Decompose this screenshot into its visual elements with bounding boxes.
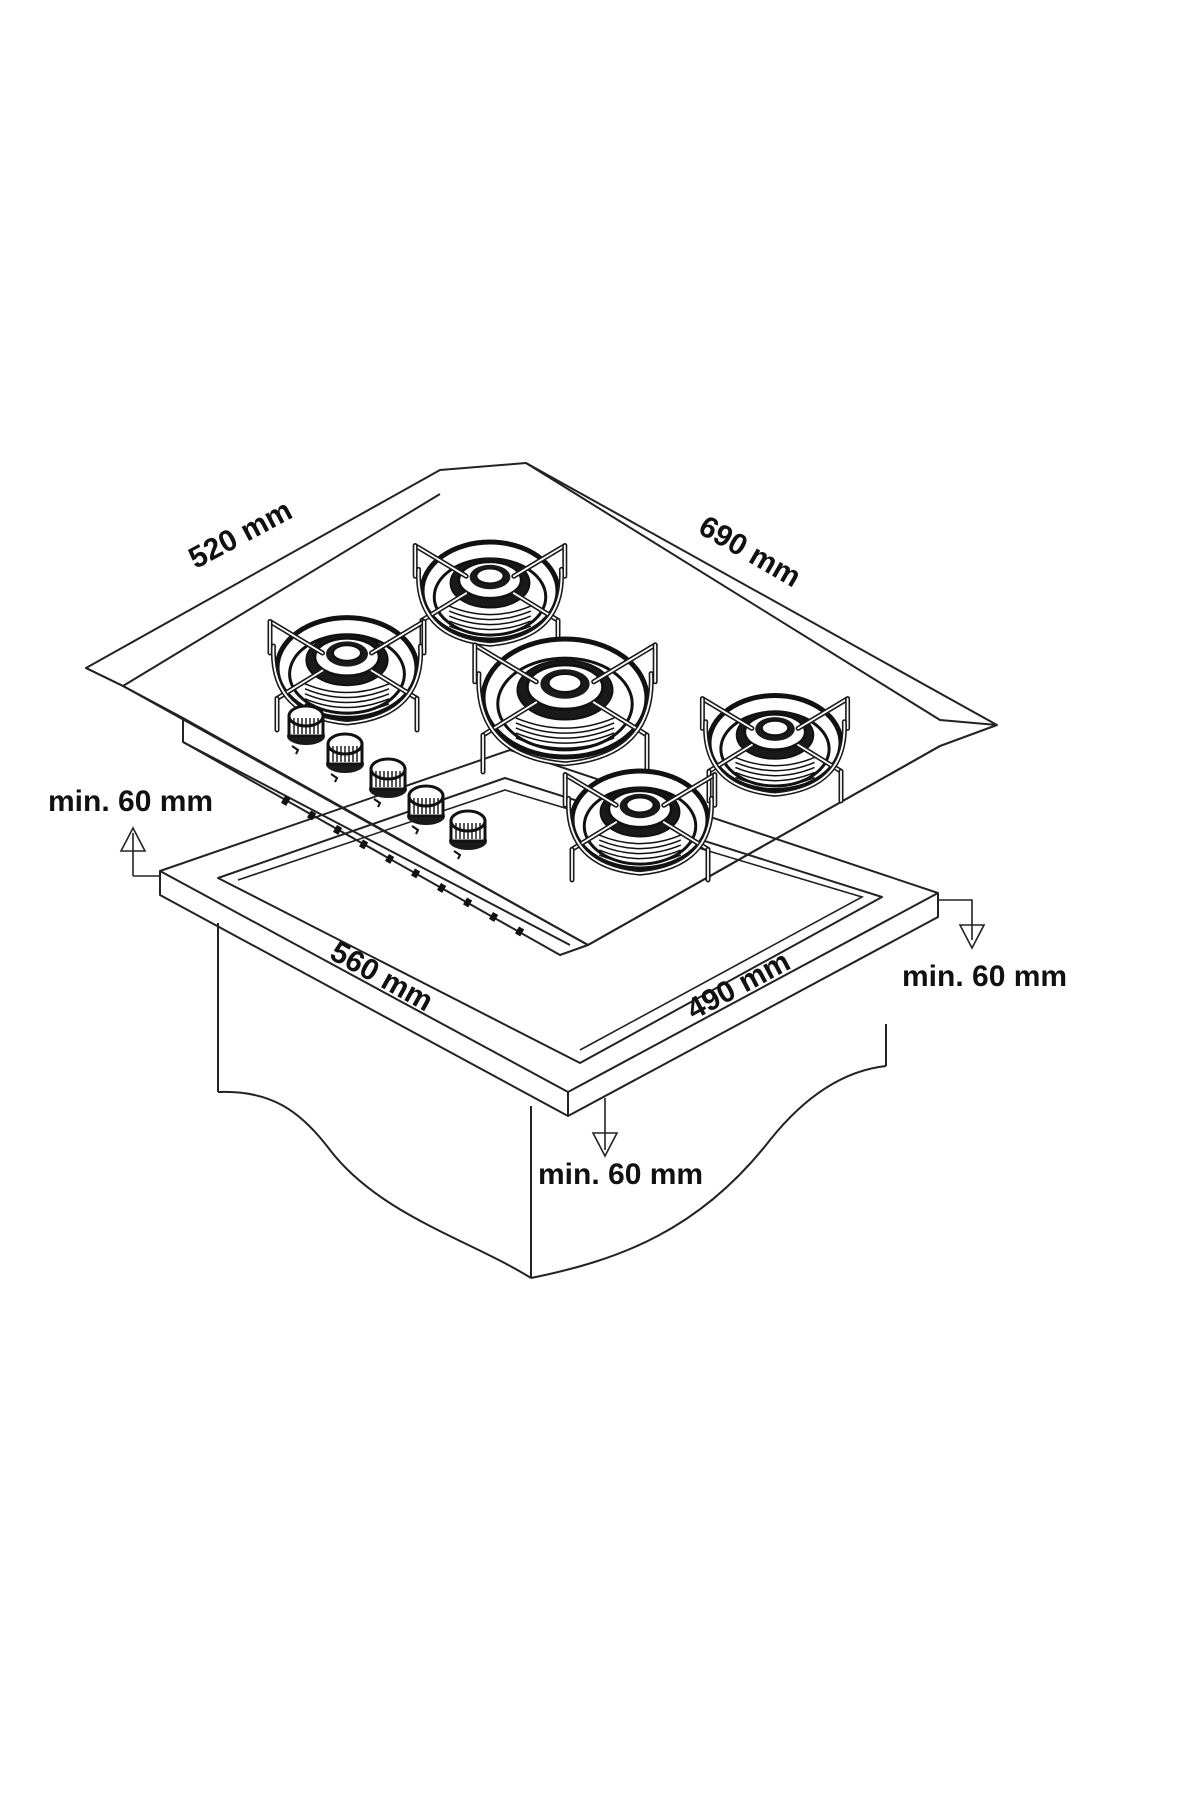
cabinet-body: [217, 923, 887, 1279]
control-knob-5: [449, 809, 487, 860]
label-hob-width: 690 mm: [693, 510, 806, 594]
front-marker: [385, 853, 395, 864]
burner-back-right: [699, 692, 851, 804]
control-knob-1: [287, 704, 325, 755]
front-marker: [437, 883, 447, 893]
label-hob-depth: 520 mm: [183, 494, 297, 576]
label-cutout-width: 560 mm: [325, 935, 439, 1018]
knobs-group: [287, 704, 487, 860]
hob-top: [85, 462, 998, 956]
burner-center-wok: [472, 636, 658, 775]
control-knob-4: [407, 784, 445, 835]
burner-front-right: [562, 768, 718, 883]
control-knob-3: [369, 757, 407, 808]
front-marker: [411, 868, 421, 879]
burners-group: [267, 539, 851, 883]
front-marker: [489, 911, 499, 922]
clearance-arrow-front: [591, 1098, 619, 1158]
burner-front-left: [267, 615, 427, 733]
front-marker: [463, 897, 473, 908]
clearance-arrow-right: [938, 899, 986, 950]
burner-back-left: [412, 539, 568, 654]
label-clearance-right: min. 60 mm: [902, 960, 1067, 993]
front-edge-markers: [281, 796, 525, 937]
front-marker: [333, 824, 343, 835]
clearance-arrow-left: [119, 826, 160, 877]
front-marker: [307, 810, 317, 821]
control-knob-2: [326, 732, 364, 783]
label-clearance-left: min. 60 mm: [48, 785, 213, 818]
cutout-outline: [217, 777, 883, 1064]
label-clearance-front: min. 60 mm: [538, 1158, 703, 1191]
front-marker: [515, 926, 525, 937]
front-marker: [359, 839, 369, 850]
front-marker: [281, 796, 291, 806]
